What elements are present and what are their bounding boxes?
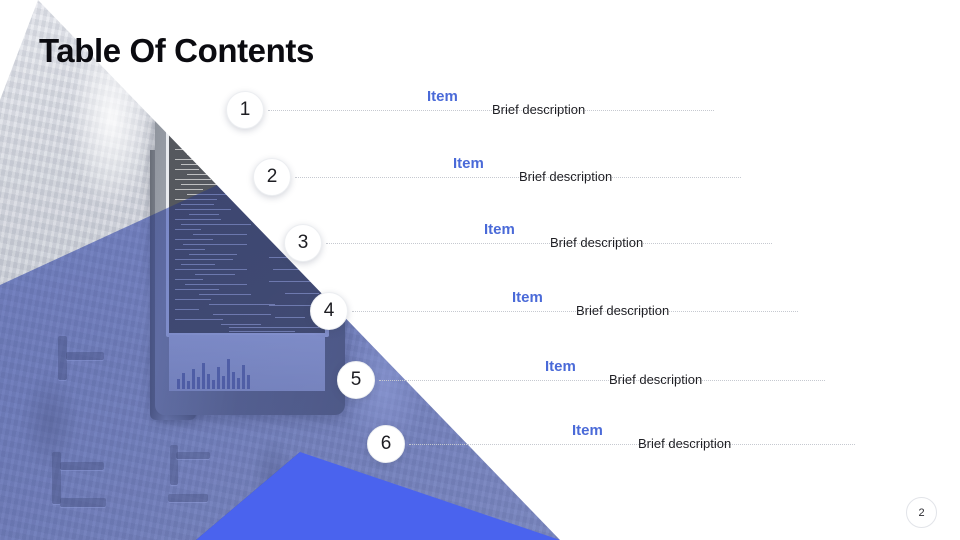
- toc-item-label: Item: [572, 422, 603, 439]
- toc-item-1[interactable]: 1 Item Brief description: [226, 88, 826, 131]
- toc-item-6[interactable]: 6 Item Brief description: [367, 422, 960, 465]
- page-title: Table Of Contents: [39, 32, 314, 69]
- toc-item-2[interactable]: 2 Item Brief description: [253, 155, 853, 198]
- toc-item-description: Brief description: [492, 102, 586, 117]
- toc-leader-line: [409, 444, 855, 446]
- toc-leader-line: [326, 243, 772, 245]
- toc-number-badge: 2: [253, 158, 291, 196]
- toc-item-description: Brief description: [550, 235, 644, 250]
- toc-item-description: Brief description: [638, 436, 732, 451]
- toc-item-label: Item: [512, 289, 543, 306]
- page-number-badge: 2: [906, 497, 937, 528]
- toc-item-label: Item: [545, 358, 576, 375]
- toc-item-description: Brief description: [609, 372, 703, 387]
- toc-item-4[interactable]: 4 Item Brief description: [310, 289, 910, 332]
- toc-item-3[interactable]: 3 Item Brief description: [284, 221, 884, 264]
- toc-leader-line: [295, 177, 741, 179]
- toc-item-5[interactable]: 5 Item Brief description: [337, 358, 937, 401]
- toc-item-label: Item: [453, 155, 484, 172]
- toc-number-badge: 3: [284, 224, 322, 262]
- toc-number-badge: 4: [310, 292, 348, 330]
- toc-item-description: Brief description: [576, 303, 670, 318]
- toc-leader-line: [268, 110, 714, 112]
- toc-number-badge: 5: [337, 361, 375, 399]
- toc-item-label: Item: [484, 221, 515, 238]
- toc-leader-line: [352, 311, 798, 313]
- toc-leader-line: [379, 380, 825, 382]
- toc-item-label: Item: [427, 88, 458, 105]
- toc-number-badge: 1: [226, 91, 264, 129]
- toc-number-badge: 6: [367, 425, 405, 463]
- toc-item-description: Brief description: [519, 169, 613, 184]
